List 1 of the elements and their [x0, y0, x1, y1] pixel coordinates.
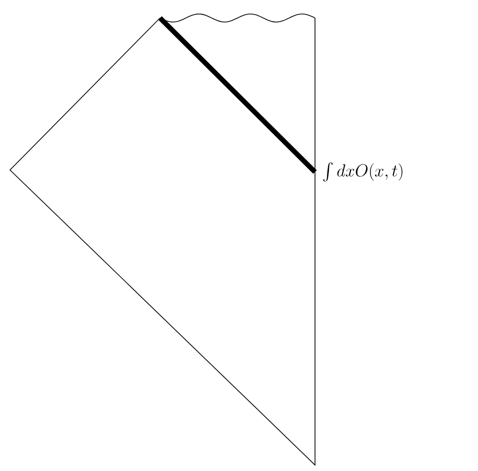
formula-label: $\int dxO(x,t)$: [323, 162, 402, 182]
